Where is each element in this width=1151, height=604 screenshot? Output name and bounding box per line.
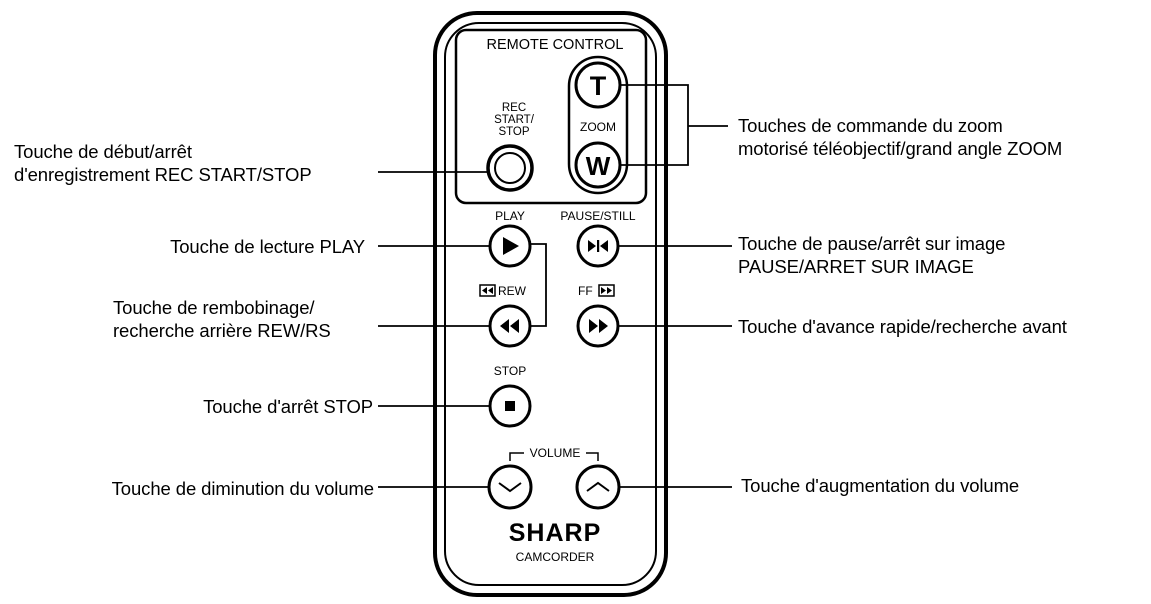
rec-start-stop-button[interactable] xyxy=(486,144,534,192)
callout-zoom: Touches de commande du zoom motorisé tél… xyxy=(738,114,1062,160)
rew-small-icon xyxy=(482,287,487,294)
callout-rew-line2: recherche arrière REW/RS xyxy=(113,320,331,341)
callout-ff: Touche d'avance rapide/recherche avant xyxy=(738,315,1067,338)
play-icon xyxy=(503,237,519,255)
leader-zoom-bracket xyxy=(620,84,689,166)
fast-forward-icon xyxy=(589,319,608,333)
pause-still-button[interactable] xyxy=(576,224,620,268)
callout-pause-line2: PAUSE/ARRET SUR IMAGE xyxy=(738,256,974,277)
callout-vol-down-line1: Touche de diminution du volume xyxy=(111,478,374,499)
callout-ff-line1: Touche d'avance rapide/recherche avant xyxy=(738,316,1067,337)
volume-down-button[interactable] xyxy=(487,464,533,510)
rew-label-group: REW xyxy=(479,284,527,298)
rec-label-line2: START/ xyxy=(494,114,535,126)
brand-logo: SHARP xyxy=(509,519,602,547)
rew-button[interactable] xyxy=(488,304,532,348)
callout-vol-up-line1: Touche d'augmentation du volume xyxy=(741,475,1020,496)
model-label: CAMCORDER xyxy=(516,550,595,564)
callout-zoom-line2: motorisé téléobjectif/grand angle ZOOM xyxy=(738,138,1063,159)
callout-pause: Touche de pause/arrêt sur image PAUSE/AR… xyxy=(738,232,1005,278)
ff-label-group: FF xyxy=(578,284,615,298)
zoom-tele-button[interactable]: T xyxy=(574,61,622,109)
zoom-t-letter: T xyxy=(590,71,607,101)
remote-title: REMOTE CONTROL xyxy=(487,37,624,53)
stop-icon xyxy=(505,401,515,411)
leader-lines xyxy=(378,84,732,488)
callout-rec-start-stop: Touche de début/arrêt d'enregistrement R… xyxy=(14,140,312,186)
play-button[interactable] xyxy=(488,224,532,268)
callout-zoom-line1: Touches de commande du zoom xyxy=(738,115,1003,136)
callout-stop: Touche d'arrêt STOP xyxy=(203,395,373,418)
volume-up-button[interactable] xyxy=(575,464,621,510)
zoom-w-letter: W xyxy=(586,151,611,181)
chevron-down-icon xyxy=(498,482,522,493)
chevron-up-icon xyxy=(586,481,610,492)
volume-label: VOLUME xyxy=(530,446,581,460)
play-label: PLAY xyxy=(495,209,525,223)
ff-label: FF xyxy=(578,284,593,298)
pause-label: PAUSE/STILL xyxy=(560,209,635,223)
rec-label-line1: REC xyxy=(502,102,526,114)
callout-rew: Touche de rembobinage/ recherche arrière… xyxy=(113,296,331,342)
callout-vol-down: Touche de diminution du volume xyxy=(112,477,374,500)
stop-label: STOP xyxy=(494,364,526,378)
callout-play-line1: Touche de lecture PLAY xyxy=(170,236,365,257)
callout-rec-line1: Touche de début/arrêt xyxy=(14,141,192,162)
leader-play-ff-junction xyxy=(530,243,547,327)
rec-label-line3: STOP xyxy=(498,126,529,138)
callout-pause-line1: Touche de pause/arrêt sur image xyxy=(738,233,1006,254)
stop-button[interactable] xyxy=(488,384,532,428)
volume-bracket xyxy=(509,452,599,461)
zoom-label: ZOOM xyxy=(580,120,616,134)
ff-button[interactable] xyxy=(576,304,620,348)
callout-rec-line2: d'enregistrement REC START/STOP xyxy=(14,164,312,185)
rewind-icon xyxy=(500,319,519,333)
pause-still-icon xyxy=(588,240,608,252)
callout-play: Touche de lecture PLAY xyxy=(170,235,365,258)
rew-label: REW xyxy=(498,284,527,298)
zoom-wide-button[interactable]: W xyxy=(574,141,622,189)
callout-stop-line1: Touche d'arrêt STOP xyxy=(203,396,373,417)
ff-small-icon xyxy=(601,287,606,294)
callout-rew-line1: Touche de rembobinage/ xyxy=(113,297,315,318)
callout-vol-up: Touche d'augmentation du volume xyxy=(741,474,1019,497)
